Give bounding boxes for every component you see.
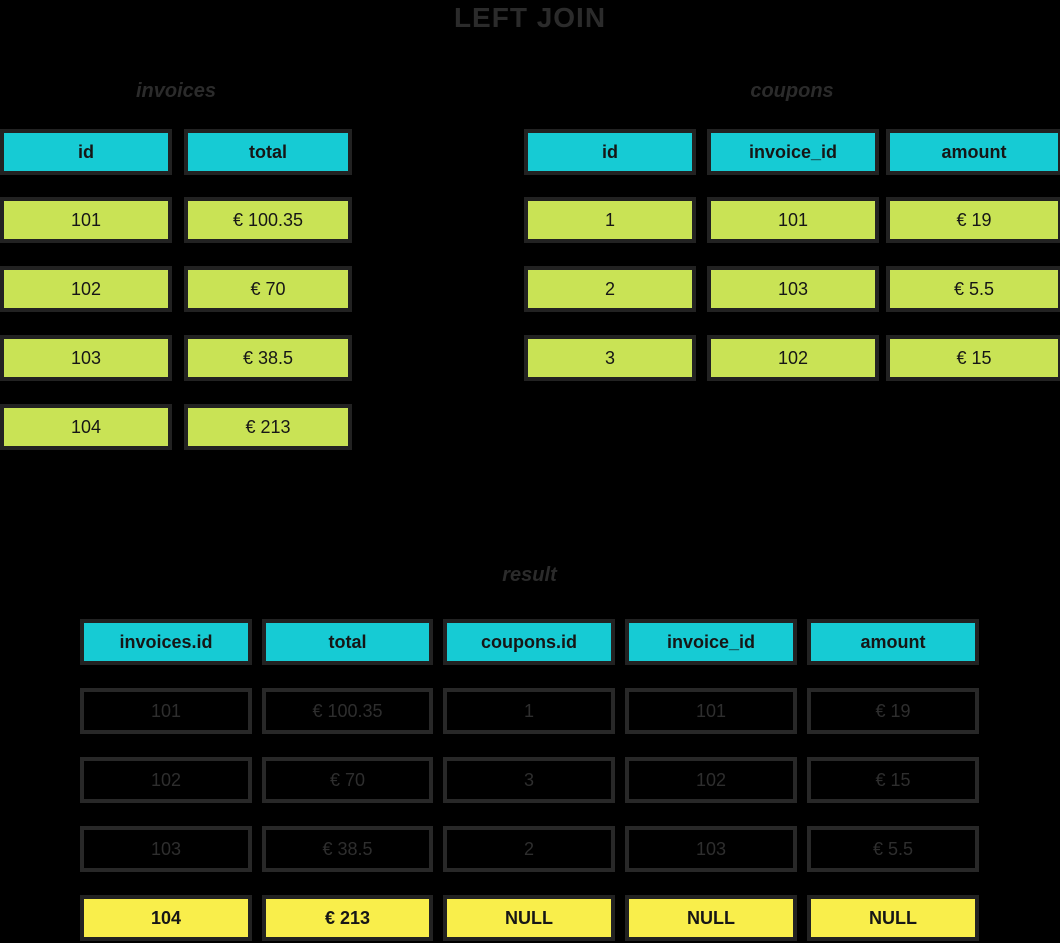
invoices-cell-r3-id: 104 (0, 404, 172, 450)
coupons-cell-r1-amount: € 5.5 (886, 266, 1060, 312)
result-header-total: total (262, 619, 433, 665)
result-cell-r0-coupons-id: 1 (443, 688, 615, 734)
result-cell-r0-amount: € 19 (807, 688, 979, 734)
result-cell-r1-total: € 70 (262, 757, 433, 803)
result-cell-r3-invoice-id: NULL (625, 895, 797, 941)
coupons-cell-r2-invoice-id: 102 (707, 335, 879, 381)
result-cell-r2-invoice-id: 103 (625, 826, 797, 872)
result-cell-r0-total: € 100.35 (262, 688, 433, 734)
result-cell-r0-invoices-id: 101 (80, 688, 252, 734)
result-header-invoice-id: invoice_id (625, 619, 797, 665)
result-cell-r1-invoice-id: 102 (625, 757, 797, 803)
result-table-label: result (502, 564, 557, 586)
invoices-cell-r2-total: € 38.5 (184, 335, 352, 381)
result-cell-r3-coupons-id: NULL (443, 895, 615, 941)
invoices-cell-r0-total: € 100.35 (184, 197, 352, 243)
coupons-header-invoice-id: invoice_id (707, 129, 879, 175)
result-cell-r1-coupons-id: 3 (443, 757, 615, 803)
result-cell-r1-amount: € 15 (807, 757, 979, 803)
invoices-header-id: id (0, 129, 172, 175)
result-cell-r2-invoices-id: 103 (80, 826, 252, 872)
invoices-cell-r3-total: € 213 (184, 404, 352, 450)
invoices-cell-r2-id: 103 (0, 335, 172, 381)
coupons-cell-r1-id: 2 (524, 266, 696, 312)
result-cell-r2-amount: € 5.5 (807, 826, 979, 872)
result-cell-r3-total: € 213 (262, 895, 433, 941)
result-cell-r2-coupons-id: 2 (443, 826, 615, 872)
result-header-invoices-id: invoices.id (80, 619, 252, 665)
page-title: LEFT JOIN (453, 2, 607, 33)
coupons-cell-r0-invoice-id: 101 (707, 197, 879, 243)
invoices-cell-r0-id: 101 (0, 197, 172, 243)
coupons-header-id: id (524, 129, 696, 175)
result-header-amount: amount (807, 619, 979, 665)
result-header-coupons-id: coupons.id (443, 619, 615, 665)
result-cell-r2-total: € 38.5 (262, 826, 433, 872)
result-cell-r1-invoices-id: 102 (80, 757, 252, 803)
coupons-cell-r2-amount: € 15 (886, 335, 1060, 381)
invoices-cell-r1-total: € 70 (184, 266, 352, 312)
coupons-cell-r1-invoice-id: 103 (707, 266, 879, 312)
coupons-cell-r0-amount: € 19 (886, 197, 1060, 243)
coupons-cell-r0-id: 1 (524, 197, 696, 243)
coupons-header-amount: amount (886, 129, 1060, 175)
coupons-cell-r2-id: 3 (524, 335, 696, 381)
invoices-table-label: invoices (135, 80, 217, 102)
result-cell-r3-amount: NULL (807, 895, 979, 941)
invoices-header-total: total (184, 129, 352, 175)
coupons-table-label: coupons (750, 80, 834, 102)
result-cell-r3-invoices-id: 104 (80, 895, 252, 941)
result-cell-r0-invoice-id: 101 (625, 688, 797, 734)
invoices-cell-r1-id: 102 (0, 266, 172, 312)
